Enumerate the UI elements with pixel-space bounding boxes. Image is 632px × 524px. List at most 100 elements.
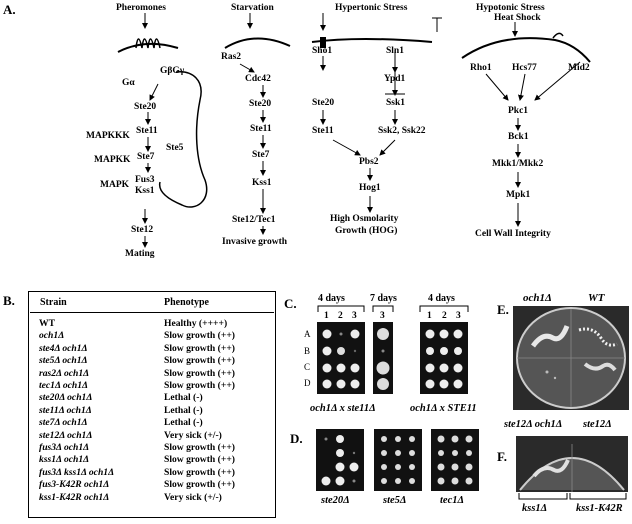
level-mapk: MAPK bbox=[100, 180, 130, 190]
caption-c-right: och1Δ x STE11 bbox=[410, 403, 477, 414]
receptor-icon bbox=[135, 38, 161, 49]
table-row: fus3-K42R och1Δ Slow growth (++) bbox=[39, 479, 235, 491]
header-divider bbox=[30, 312, 274, 313]
ssk2-ssk22-label: Ssk2, Ssk22 bbox=[378, 126, 426, 136]
phenotype-cell: Very sick (+/-) bbox=[164, 429, 222, 441]
strain-cell: WT bbox=[39, 318, 55, 329]
days-left: 4 days bbox=[318, 293, 345, 304]
phenotype-cell: Lethal (-) bbox=[164, 392, 203, 404]
col-2-left: 2 bbox=[338, 311, 343, 321]
kss1-starv: Kss1 bbox=[252, 178, 272, 188]
level-mapkk: MAPKK bbox=[94, 155, 131, 165]
mkk1-mkk2-label: Mkk1/Mkk2 bbox=[492, 159, 544, 169]
ste5-scaffold-icon bbox=[158, 71, 208, 208]
strain-cell: och1Δ bbox=[39, 330, 65, 342]
tetrad-photo-ste5 bbox=[374, 429, 422, 491]
phenotype-cell: Lethal (-) bbox=[164, 404, 203, 416]
strain-cell: ste11Δ och1Δ bbox=[39, 404, 92, 416]
label-kss1: kss1Δ bbox=[522, 503, 548, 514]
ras2-label: Ras2 bbox=[221, 52, 242, 62]
strain-cell: ste4Δ och1Δ bbox=[39, 342, 88, 354]
fus3-label: Fus3 bbox=[135, 175, 155, 185]
row-b: B bbox=[304, 346, 311, 356]
ste12-pher: Ste12 bbox=[131, 225, 154, 235]
strain-cell: ste12Δ och1Δ bbox=[39, 429, 93, 441]
strain-cell: tec1Δ och1Δ bbox=[39, 380, 89, 392]
panel-e-letter: E. bbox=[497, 302, 509, 317]
table-row: ste7Δ och1Δ Lethal (-) bbox=[39, 417, 235, 429]
sln1-label: Sln1 bbox=[386, 46, 404, 56]
ssk1-label: Ssk1 bbox=[386, 98, 406, 108]
phenotype-cell: Slow growth (++) bbox=[164, 367, 235, 379]
hog-output-line1: High Osmolarity bbox=[330, 214, 399, 224]
table-row: ste11Δ och1Δ Lethal (-) bbox=[39, 405, 235, 417]
mating-output: Mating bbox=[125, 249, 155, 259]
phenotype-header: Phenotype bbox=[164, 297, 209, 308]
strain-cell: ras2Δ och1Δ bbox=[39, 367, 90, 379]
col-3-mid: 3 bbox=[380, 311, 385, 321]
petri-plate-e bbox=[513, 306, 629, 410]
starvation-title: Starvation bbox=[231, 3, 274, 13]
strain-cell: fus3-K42R och1Δ bbox=[39, 479, 110, 491]
pheromones-title: Pheromones bbox=[116, 3, 166, 13]
kss1-pher: Kss1 bbox=[135, 186, 155, 196]
bck1-label: Bck1 bbox=[508, 132, 529, 142]
caption-tec1: tec1Δ bbox=[440, 495, 465, 506]
level-mapkkk: MAPKKK bbox=[86, 131, 130, 141]
sho1-receptor-icon bbox=[320, 37, 326, 48]
phenotype-cell: Slow growth (++) bbox=[164, 355, 235, 367]
pbs2-label: Pbs2 bbox=[359, 157, 379, 167]
caption-c-left: och1Δ x ste11Δ bbox=[310, 403, 376, 414]
label-ste12-och1: ste12Δ och1Δ bbox=[504, 419, 563, 430]
phenotype-cell: Slow growth (++) bbox=[164, 442, 235, 454]
ste7-starv: Ste7 bbox=[252, 150, 270, 160]
col-3-right: 3 bbox=[456, 311, 461, 321]
phenotype-cell: Slow growth (++) bbox=[164, 479, 235, 491]
ste5-label: Ste5 bbox=[166, 143, 184, 153]
hypotonic-title: Hypotonic Stress bbox=[476, 3, 545, 13]
ste20-starv: Ste20 bbox=[249, 99, 272, 109]
ste20-pher: Ste20 bbox=[134, 102, 157, 112]
phenotype-cell: Slow growth (++) bbox=[164, 380, 235, 392]
label-ste12: ste12Δ bbox=[583, 419, 612, 430]
tetrad-photo-right bbox=[420, 322, 468, 394]
pkc1-label: Pkc1 bbox=[508, 106, 529, 116]
days-right: 4 days bbox=[428, 293, 455, 304]
sho1-label: Sho1 bbox=[312, 46, 333, 56]
heat-shock-title: Heat Shock bbox=[494, 13, 541, 23]
phenotype-cell: Slow growth (++) bbox=[164, 342, 235, 354]
col-2-right: 2 bbox=[442, 311, 447, 321]
table-row: ste12Δ och1Δ Very sick (+/-) bbox=[39, 430, 235, 442]
g-alpha: Gα bbox=[122, 78, 135, 88]
label-kss1-k42r: kss1-K42R bbox=[576, 503, 623, 514]
petri-plate-f bbox=[516, 436, 628, 492]
ste12-tec1-label: Ste12/Tec1 bbox=[232, 215, 276, 225]
strain-cell: ste20Δ och1Δ bbox=[39, 392, 93, 404]
ste11-hog: Ste11 bbox=[312, 126, 334, 136]
mpk1-label: Mpk1 bbox=[506, 190, 531, 200]
col-3-left: 3 bbox=[352, 311, 357, 321]
phenotype-cell: Very sick (+/-) bbox=[164, 491, 222, 503]
phenotype-cell: Lethal (-) bbox=[164, 417, 203, 429]
cdc42-label: Cdc42 bbox=[245, 74, 271, 84]
cell-wall-output: Cell Wall Integrity bbox=[475, 229, 551, 239]
strain-cell: ste7Δ och1Δ bbox=[39, 417, 88, 429]
ste11-pher: Ste11 bbox=[136, 126, 158, 136]
panel-f-letter: F. bbox=[497, 449, 507, 464]
hog1-label: Hog1 bbox=[359, 183, 381, 193]
hcs77-label: Hcs77 bbox=[512, 63, 537, 73]
label-wt: WT bbox=[588, 292, 605, 304]
ypd1-label: Ypd1 bbox=[384, 74, 406, 84]
ste7-pher: Ste7 bbox=[137, 152, 155, 162]
table-row: ste20Δ och1Δ Lethal (-) bbox=[39, 392, 235, 404]
strain-header: Strain bbox=[40, 297, 67, 308]
panel-b-letter: B. bbox=[3, 293, 15, 308]
